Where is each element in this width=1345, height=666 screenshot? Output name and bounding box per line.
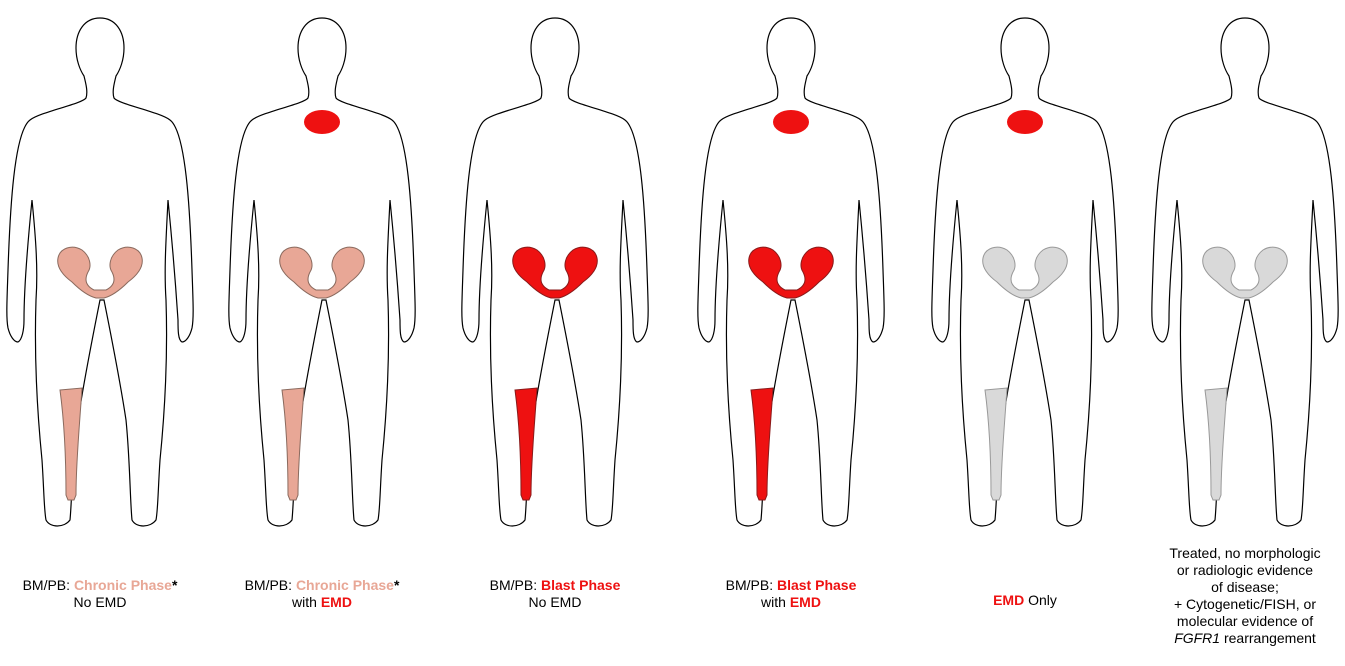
caption-gene: FGFR1 [1174,630,1220,646]
panel-emd-only: EMD Only [925,0,1125,666]
caption-line2: or radiologic evidence [1177,562,1313,578]
caption-emd: EMD [790,594,821,610]
caption-line2: No EMD [74,594,127,610]
caption-line4: + Cytogenetic/FISH, or [1174,596,1316,612]
caption-line6: rearrangement [1220,630,1316,646]
body-figure [222,0,422,540]
panel-chronic-with-emd: BM/PB: Chronic Phase* with EMD [222,0,422,666]
caption-star: * [394,577,399,593]
caption-star: * [172,577,177,593]
caption-line2: with [292,594,321,610]
caption-prefix: BM/PB: [245,577,296,593]
caption-line2: with [761,594,790,610]
panel-caption: EMD Only [925,592,1125,609]
caption-line2: No EMD [529,594,582,610]
body-figure [691,0,891,540]
pelvis-blast [749,247,834,298]
femur-chronic [60,388,82,500]
pelvis-normal [1203,247,1288,298]
body-figure [455,0,655,540]
caption-phase: Blast Phase [777,577,856,593]
femur-blast [751,388,773,500]
body-figure [925,0,1125,540]
pelvis-chronic [280,247,365,298]
caption-emd: EMD [993,592,1024,608]
body-figure [1145,0,1345,540]
caption-phase: Blast Phase [541,577,620,593]
pelvis-normal [983,247,1068,298]
caption-emd: EMD [321,594,352,610]
panel-treated-molecular: Treated, no morphologic or radiologic ev… [1145,0,1345,666]
emd-lesion [773,110,809,134]
emd-lesion [1007,110,1043,134]
caption-phase: Chronic Phase [296,577,394,593]
emd-lesion [304,110,340,134]
femur-normal [1205,388,1227,500]
body-figure [0,0,200,540]
panel-chronic-no-emd: BM/PB: Chronic Phase* No EMD [0,0,200,666]
panel-caption: BM/PB: Chronic Phase* with EMD [222,577,422,611]
caption-line3: of disease; [1211,579,1279,595]
caption-line1: Treated, no morphologic [1169,545,1320,561]
caption-prefix: BM/PB: [726,577,777,593]
panel-caption: Treated, no morphologic or radiologic ev… [1145,545,1345,647]
caption-prefix: BM/PB: [490,577,541,593]
femur-normal [985,388,1007,500]
caption-line5: molecular evidence of [1177,613,1313,629]
caption-prefix: BM/PB: [23,577,74,593]
femur-blast [515,388,537,500]
pelvis-chronic [58,247,143,298]
pelvis-blast [513,247,598,298]
panel-caption: BM/PB: Blast Phase No EMD [455,577,655,611]
femur-chronic [282,388,304,500]
panel-blast-no-emd: BM/PB: Blast Phase No EMD [455,0,655,666]
caption-phase: Chronic Phase [74,577,172,593]
caption-suffix: Only [1024,592,1057,608]
panel-caption: BM/PB: Blast Phase with EMD [691,577,891,611]
panel-caption: BM/PB: Chronic Phase* No EMD [0,577,200,611]
panel-blast-with-emd: BM/PB: Blast Phase with EMD [691,0,891,666]
